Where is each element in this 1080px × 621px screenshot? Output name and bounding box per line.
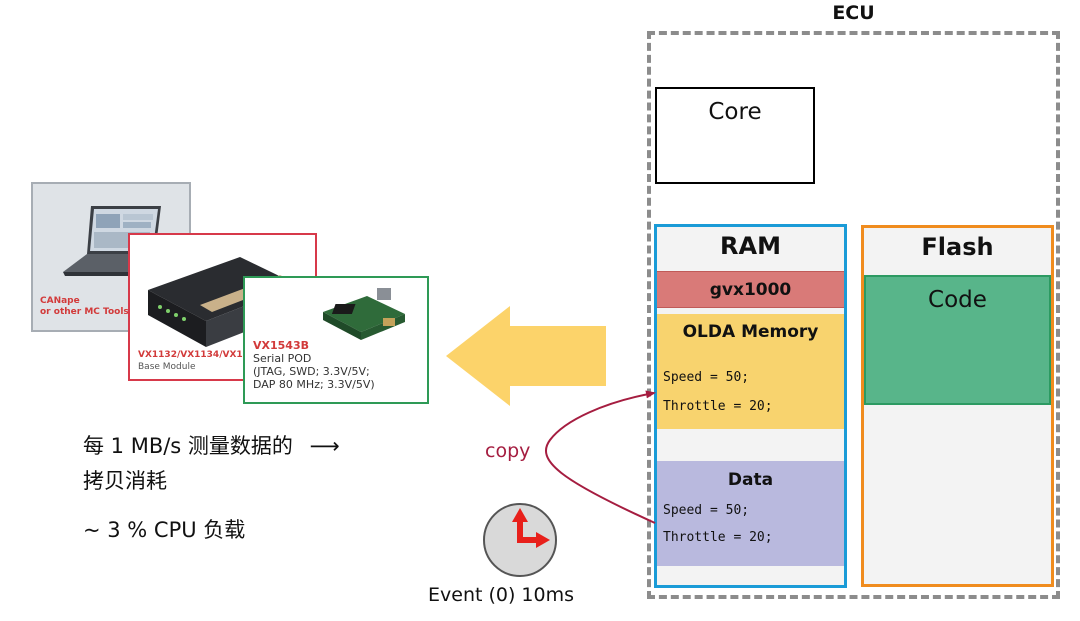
ram-title: RAM xyxy=(720,232,781,260)
code-label: Code xyxy=(928,287,987,313)
olda-memory-title: OLDA Memory xyxy=(682,322,819,342)
gvx1000-label: gvx1000 xyxy=(709,280,792,300)
olda-memory-region: OLDA Memory Speed = 50; Throttle = 20; xyxy=(657,314,844,429)
olda-throttle-line: Throttle = 20; xyxy=(663,399,773,414)
core-block: Core xyxy=(655,87,815,184)
cpu-load-text: ~ 3 % CPU 负载 xyxy=(83,518,246,542)
data-throttle-line: Throttle = 20; xyxy=(663,530,773,545)
code-region: Code xyxy=(864,275,1051,405)
copy-path xyxy=(545,390,656,524)
event-label: Event (0) 10ms xyxy=(428,584,575,606)
vx1543-spec-1: (JTAG, SWD; 3.3V/5V; xyxy=(253,365,370,378)
ecu-boundary xyxy=(647,31,1060,599)
core-label: Core xyxy=(708,99,762,125)
ecu-title: ECU xyxy=(832,2,875,24)
canape-label: CANape xyxy=(40,296,80,306)
copy-cost-text: 每 1 MB/s 测量数据的 xyxy=(83,434,293,458)
transfer-arrow xyxy=(446,306,606,406)
vx113x-sublabel: Base Module xyxy=(138,362,196,372)
vx1543-spec-2: DAP 80 MHz; 3.3V/5V) xyxy=(253,378,375,391)
copy-label: copy xyxy=(485,440,531,462)
olda-speed-line: Speed = 50; xyxy=(663,370,750,385)
serial-pod-icon xyxy=(323,288,405,340)
vx1543-type: Serial POD xyxy=(253,352,312,365)
vx113x-label: VX1132/VX1134/VX1135 xyxy=(138,350,262,360)
copy-cost-line-2: 拷贝消耗 xyxy=(83,469,167,493)
data-title: Data xyxy=(727,470,774,490)
vx1543-label: VX1543B xyxy=(253,339,309,352)
data-region: Data Speed = 50; Throttle = 20; xyxy=(657,461,844,566)
flash-title: Flash xyxy=(921,233,994,261)
vx1543-tool-card: VX1543B Serial POD (JTAG, SWD; 3.3V/5V; … xyxy=(243,276,429,404)
canape-sublabel: or other MC Tools xyxy=(40,307,129,317)
copy-cost-arrow: ⟶ xyxy=(309,434,340,458)
copy-cost-line-1: 每 1 MB/s 测量数据的 ⟶ xyxy=(83,430,340,460)
gvx1000-region: gvx1000 xyxy=(657,271,844,308)
clock-icon xyxy=(483,503,557,577)
data-speed-line: Speed = 50; xyxy=(663,503,750,518)
